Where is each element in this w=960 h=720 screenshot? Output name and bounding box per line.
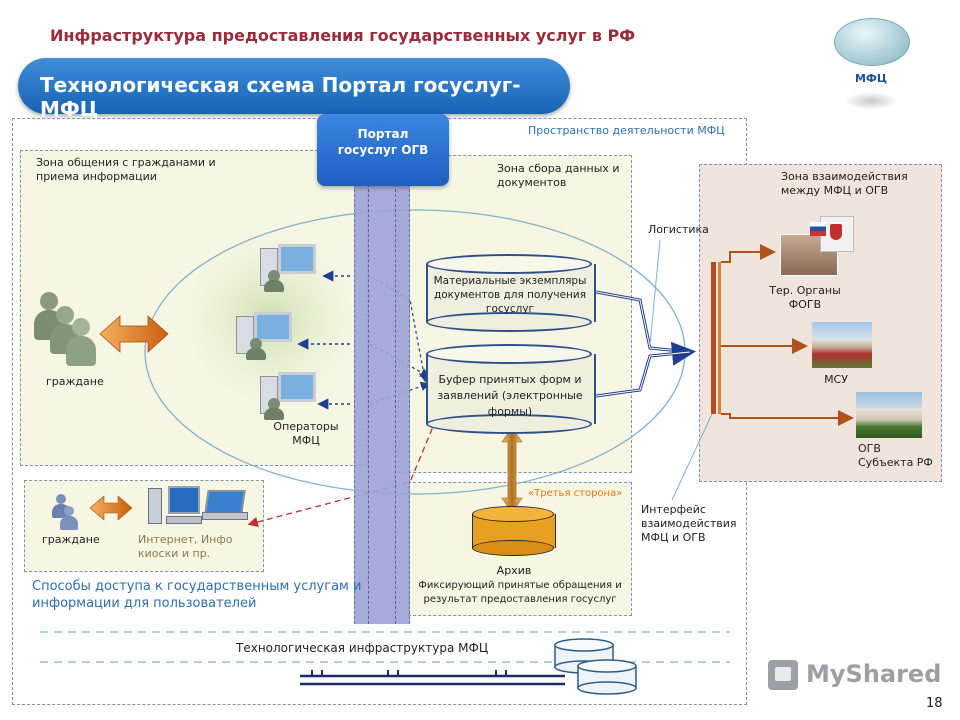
bus-arrow-top: [721, 244, 776, 263]
access-citizens-icon: [52, 494, 82, 532]
access-methods-label: Способы доступа к государственным услуга…: [32, 579, 362, 611]
banner-title: Технологическая схема Портал госуслуг-МФ…: [40, 73, 521, 121]
internet-label: Интернет, Инфо киоски и пр.: [138, 533, 233, 560]
ogv-subject-image: [856, 392, 922, 438]
citizens-double-arrow: [99, 315, 169, 353]
communication-zone-label: Зона общения с гражданами и приема инфор…: [36, 156, 216, 183]
mfc-logo-shadow: [844, 92, 898, 110]
logistics-line-bottom-inner: [595, 351, 691, 397]
mfc-logo: МФЦ: [832, 18, 910, 114]
page-number: 18: [926, 696, 943, 711]
interaction-zone-label: Зона взаимодействия между МФЦ и ОГВ: [781, 170, 908, 197]
territorial-organs-image: [780, 216, 854, 276]
buffer-forms-label: Буфер принятых форм и заявлений (электро…: [437, 373, 583, 418]
msu-image: [812, 322, 872, 368]
ogv-subject-label: ОГВ Субъекта РФ: [858, 442, 933, 469]
interface-label: Интерфейс взаимодействия МФЦ и ОГВ: [641, 503, 737, 544]
portal-bar: [354, 184, 410, 624]
red-dashed-arrow: [247, 409, 441, 528]
operator-workstation-1: [260, 244, 320, 292]
archive-description: Фиксирующий принятые обращения и результ…: [418, 580, 622, 605]
operator-workstation-3: [260, 372, 320, 420]
interface-leader: [671, 413, 713, 501]
mfc-logo-label: МФЦ: [854, 72, 888, 85]
logistics-line-top: [595, 290, 691, 354]
buffer-archive-arrow: [501, 427, 523, 513]
mfc-logo-shape: [834, 18, 910, 66]
logistics-leader: [649, 239, 661, 346]
portal-box: Портал госуслуг ОГВ: [317, 114, 449, 186]
material-documents-label: Материальные экземпляры документов для п…: [433, 275, 587, 315]
interaction-bus: [711, 262, 716, 414]
citizens-label: граждане: [46, 375, 104, 388]
access-double-arrow: [89, 495, 133, 521]
portal-box-label: Портал госуслуг ОГВ: [337, 127, 429, 157]
third-party-label: «Третья сторона»: [528, 488, 623, 499]
page-title: Инфраструктура предоставления государств…: [50, 26, 636, 45]
infra-database-2: [577, 659, 637, 695]
watermark-text: MyShared: [806, 660, 942, 688]
buffer-forms-db: Буфер принятых форм и заявлений (электро…: [426, 344, 596, 434]
collection-zone-label: Зона сбора данных и документов: [497, 162, 620, 189]
msu-label: МСУ: [824, 373, 848, 386]
mfc-activity-space-label: Пространство деятельности МФЦ: [528, 124, 725, 137]
bus-arrow-bottom: [721, 410, 854, 426]
territorial-organs-label: Тер. Органы ФОГВ: [769, 284, 841, 311]
operator-workstation-2: [236, 312, 296, 360]
watermark-icon: [768, 660, 798, 690]
logistics-label: Логистика: [648, 223, 709, 236]
citizens-icon: [30, 292, 102, 368]
infrastructure-label: Технологическая инфраструктура МФЦ: [236, 641, 489, 655]
interaction-bus-2: [718, 262, 721, 414]
banner: Технологическая схема Портал госуслуг-МФ…: [18, 58, 570, 121]
access-citizens-label: граждане: [42, 533, 100, 546]
material-documents-db: Материальные экземпляры документов для п…: [426, 254, 596, 332]
infra-tick-1: [311, 670, 507, 676]
logistics-line-top-inner: [595, 291, 691, 353]
archive-db: [472, 506, 556, 558]
portal-bar-inner: [368, 184, 396, 624]
dotted-link-2: [369, 343, 431, 378]
archive-title: Архив: [496, 564, 532, 577]
internet-devices-icon: [148, 486, 248, 530]
operators-label: Операторы МФЦ: [273, 420, 339, 447]
